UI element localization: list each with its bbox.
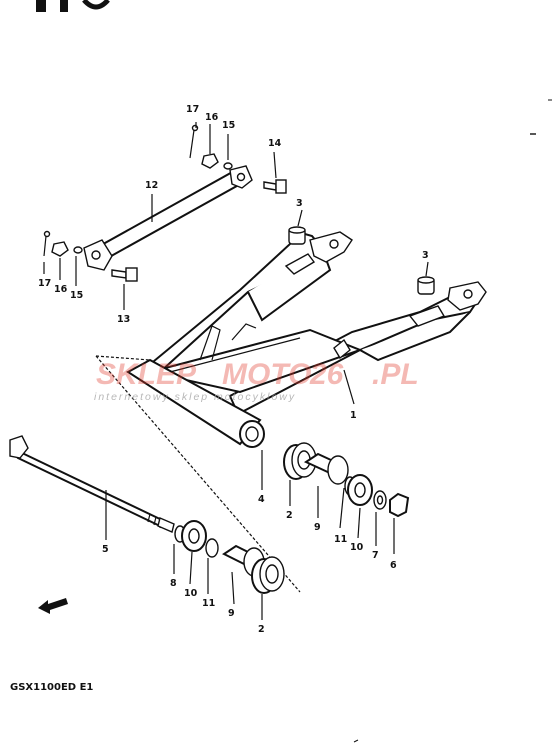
callout-10b: 10: [184, 588, 198, 599]
callout-4: 4: [258, 494, 265, 505]
watermark: SKLEP MOTO 26 .PL internetowy sklep moto…: [94, 358, 419, 403]
cotter-pin-17-upper: [189, 124, 199, 159]
callout-16a: 16: [205, 112, 219, 123]
callout-1: 1: [350, 410, 357, 421]
callout-9a: 9: [314, 522, 321, 533]
swingarm: [126, 230, 487, 448]
bolt-part-14: [263, 179, 287, 194]
torque-rod: [83, 165, 253, 271]
cropped-header-fragment: [36, 0, 110, 12]
callout-17a: 17: [186, 104, 199, 115]
scan-marks: [353, 99, 552, 743]
watermark-brand-a: SKLEP: [96, 358, 197, 391]
pivot-shaft: [9, 435, 175, 533]
washer-15-lower: [73, 246, 83, 254]
callout-15b: 15: [70, 290, 83, 301]
callout-5: 5: [102, 544, 109, 555]
spacer-9-right: [303, 452, 349, 485]
callout-12: 12: [145, 180, 158, 191]
watermark-brand-b: MOTO: [222, 358, 311, 391]
nut-6: [389, 492, 410, 518]
front-arrow-icon: [38, 595, 68, 614]
seal-10-right: [347, 474, 373, 506]
callout-6: 6: [390, 560, 397, 571]
callout-14: 14: [268, 138, 282, 149]
nut-16-upper: [201, 153, 219, 169]
callout-3a: 3: [296, 198, 303, 209]
washer-11-left: [205, 538, 219, 558]
nut-16-lower: [51, 241, 69, 257]
callout-2b: 2: [258, 624, 265, 635]
watermark-brand-c: 26: [309, 358, 344, 391]
model-code: GSX1100ED E1: [10, 682, 93, 693]
callout-10a: 10: [350, 542, 364, 553]
callout-labels: 1 3 3 12 17 16 15 14 17 16 15 13 4 2 9 1…: [38, 104, 429, 635]
reference-lines: [95, 355, 301, 593]
callout-3b: 3: [422, 250, 429, 261]
bolt-part-13: [111, 267, 138, 282]
callout-13: 13: [117, 314, 130, 325]
callout-15a: 15: [222, 120, 235, 131]
callout-11b: 11: [202, 598, 215, 609]
leader-lines: [43, 122, 429, 620]
callout-2a: 2: [286, 510, 293, 521]
callout-16b: 16: [54, 284, 68, 295]
collar-parts-3: [288, 226, 435, 295]
callout-9b: 9: [228, 608, 235, 619]
callout-11a: 11: [334, 534, 347, 545]
seal-10-left: [181, 520, 207, 552]
watermark-tagline: internetowy sklep motocyklowy: [94, 391, 296, 403]
watermark-brand-d: .PL: [372, 358, 419, 391]
washer-15-upper: [223, 162, 233, 170]
bearing-2-left: [251, 556, 285, 594]
cotter-pin-17-lower: [43, 230, 51, 257]
callout-8: 8: [170, 578, 177, 589]
washer-7: [373, 490, 387, 510]
callout-7: 7: [372, 550, 379, 561]
callout-17b: 17: [38, 278, 51, 289]
